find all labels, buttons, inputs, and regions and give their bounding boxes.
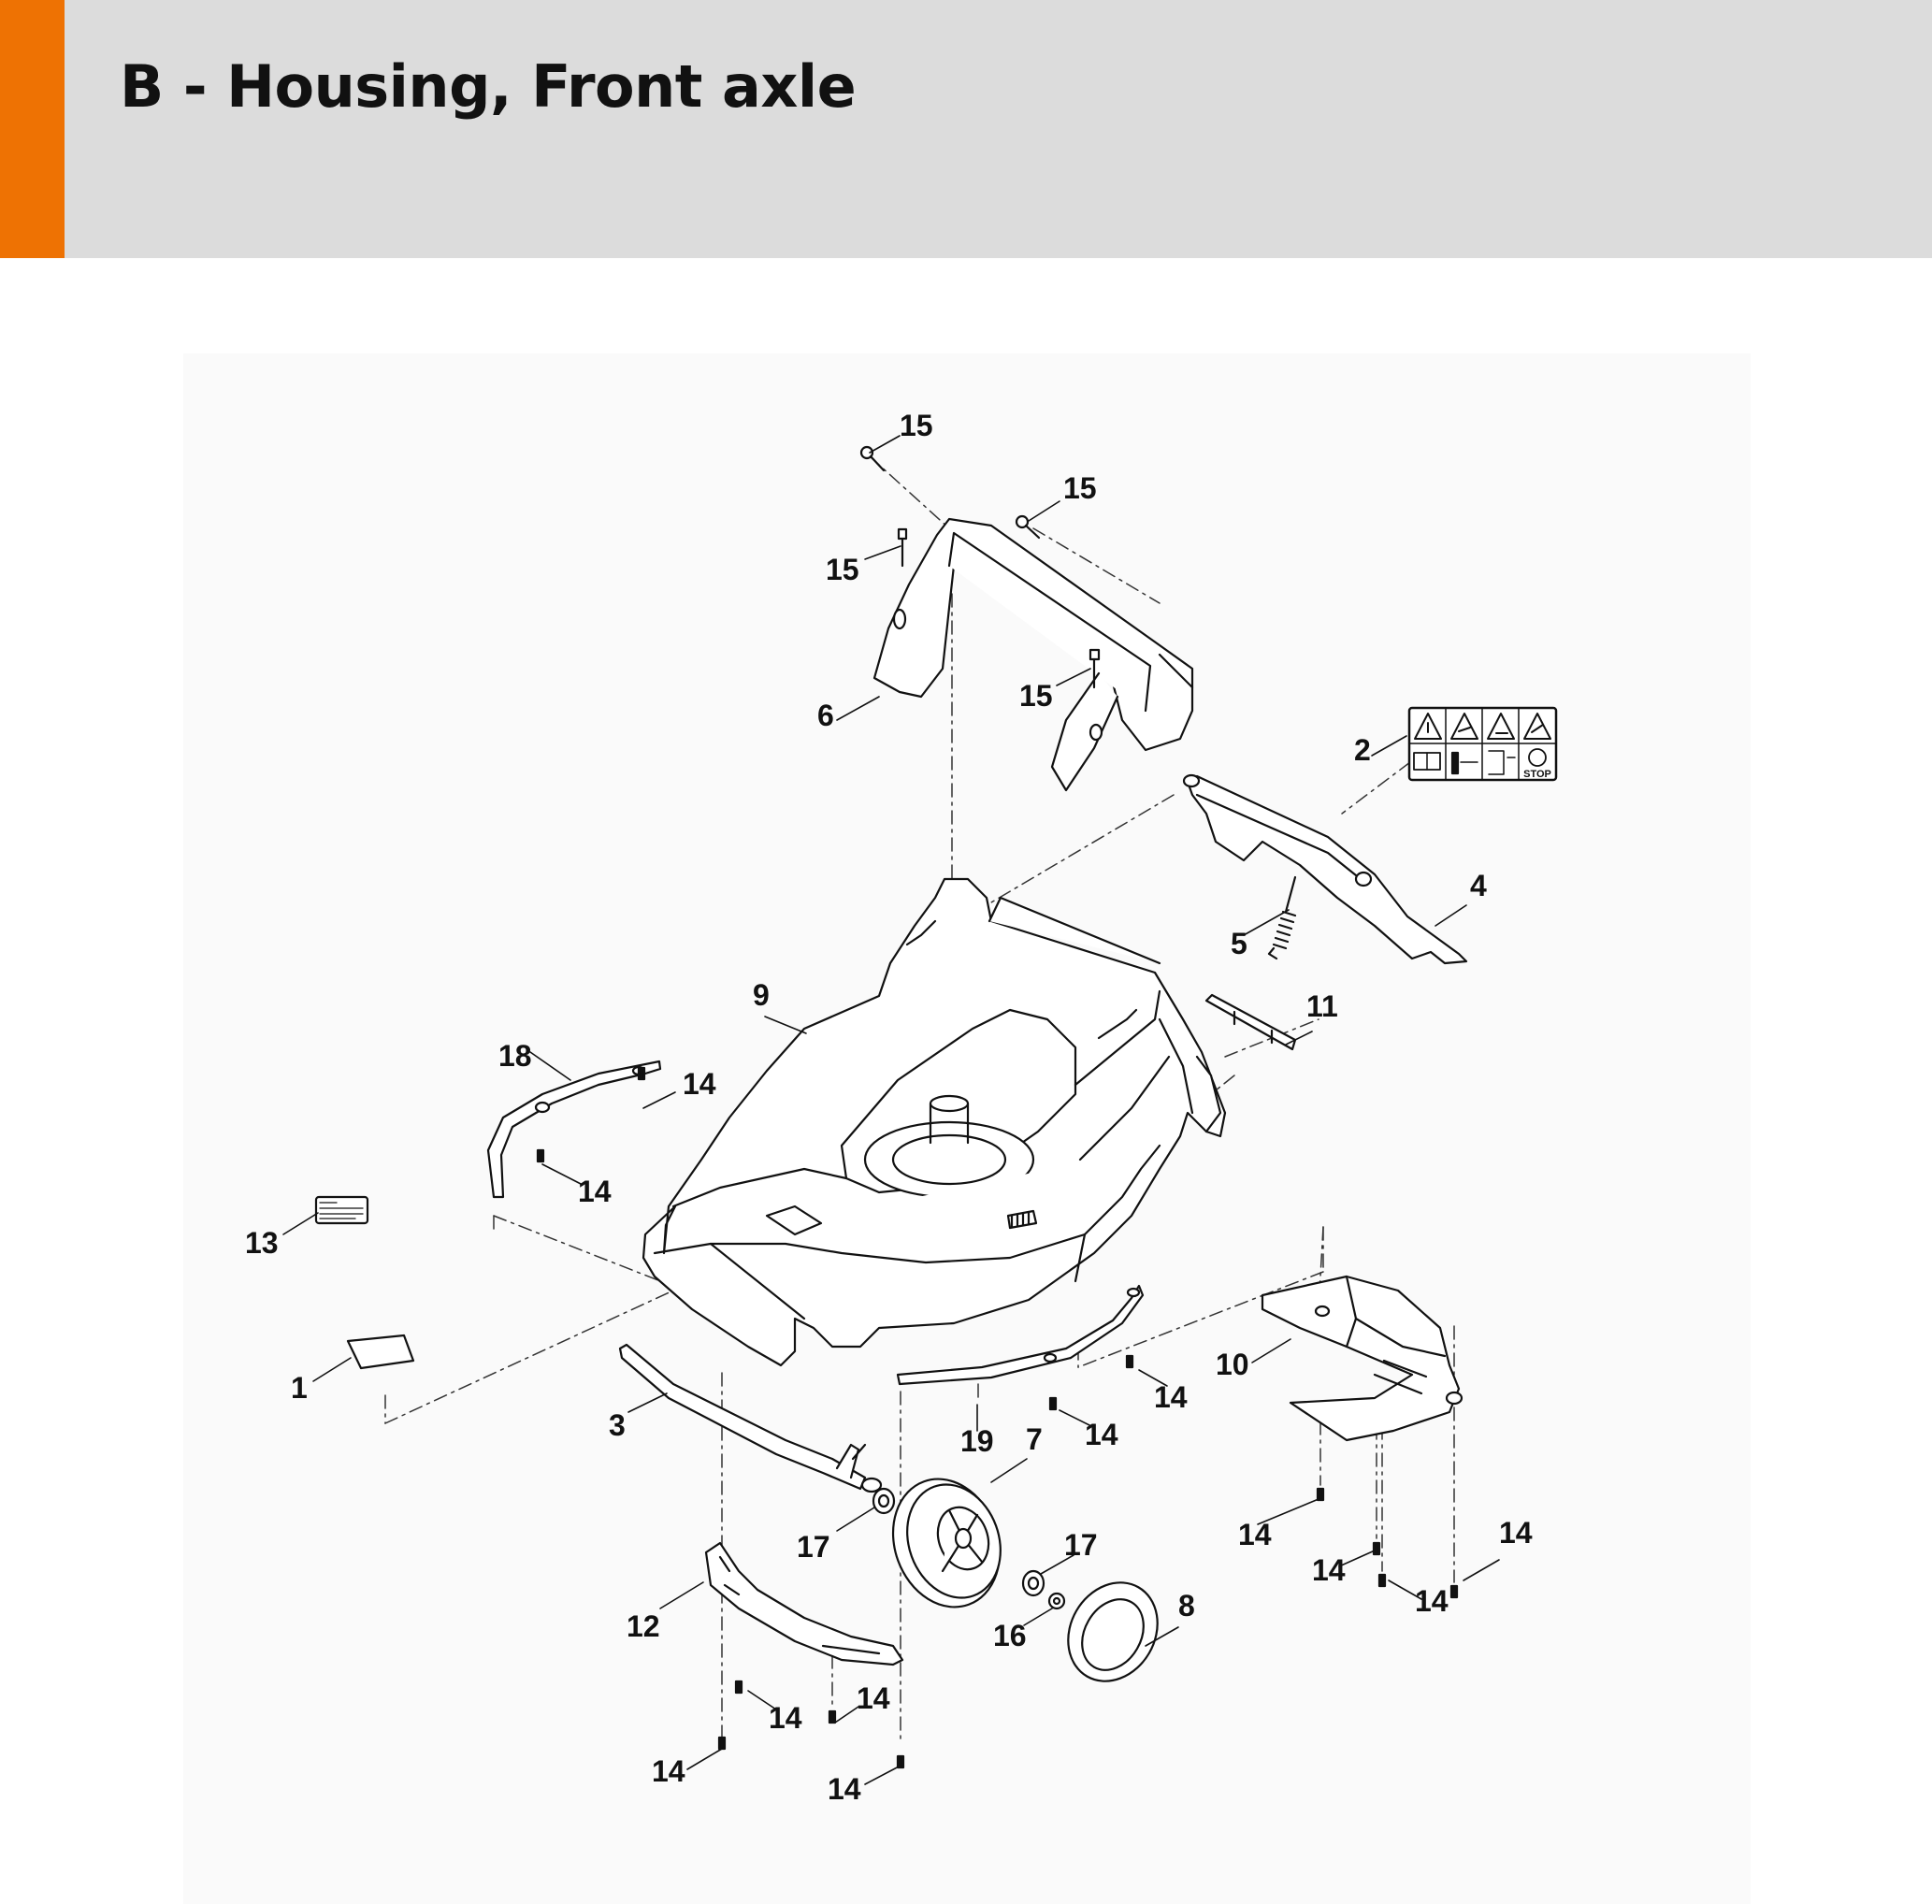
page-title: B - Housing, Front axle bbox=[120, 52, 857, 121]
callout-14-deflector-a: 14 bbox=[1238, 1518, 1272, 1551]
callout-14-bracket-d: 14 bbox=[828, 1772, 861, 1806]
screw-14-group bbox=[536, 1066, 1459, 1769]
rear-flap-part bbox=[1182, 773, 1468, 965]
front-rail-part bbox=[486, 1060, 662, 1199]
callout-17-right: 17 bbox=[1064, 1528, 1098, 1562]
callout-4: 4 bbox=[1470, 869, 1487, 902]
callout-15-left: 15 bbox=[826, 553, 859, 586]
rear-rail-part bbox=[896, 1284, 1145, 1386]
callout-14-rear-rail-a: 14 bbox=[1085, 1418, 1118, 1451]
callout-14-rear-rail-b: 14 bbox=[1154, 1380, 1188, 1414]
spring-part bbox=[1267, 875, 1297, 960]
callout-14-rail-top: 14 bbox=[683, 1067, 716, 1101]
handle-bracket-part bbox=[872, 517, 1194, 792]
callout-15-lower: 15 bbox=[1019, 679, 1053, 713]
callout-14-rail-bottom: 14 bbox=[578, 1175, 612, 1208]
callout-14-bracket-c: 14 bbox=[652, 1754, 685, 1788]
header-bar bbox=[0, 0, 1932, 258]
callout-labels: 15 15 15 15 6 2 4 5 9 11 18 14 14 13 1 3… bbox=[245, 409, 1533, 1806]
side-deflector-part bbox=[1261, 1275, 1463, 1442]
hubcap-part bbox=[1067, 1581, 1159, 1682]
callout-14-bracket-b: 14 bbox=[857, 1681, 890, 1715]
callout-12: 12 bbox=[627, 1609, 660, 1643]
bolt-15-group bbox=[859, 445, 1101, 689]
assembly-guide-lines bbox=[384, 455, 1455, 1750]
callout-3: 3 bbox=[609, 1408, 626, 1442]
callout-15-top: 15 bbox=[900, 409, 933, 442]
header-accent-strip bbox=[0, 0, 65, 258]
callout-15-right: 15 bbox=[1063, 471, 1097, 505]
safety-label-part: STOP bbox=[1407, 706, 1558, 782]
bearing-17-group bbox=[872, 1487, 1045, 1597]
callout-5: 5 bbox=[1231, 927, 1247, 960]
callout-6: 6 bbox=[817, 699, 834, 732]
callout-14-bracket-a: 14 bbox=[769, 1701, 802, 1735]
callout-14-deflector-b: 14 bbox=[1312, 1553, 1346, 1587]
callout-1: 1 bbox=[291, 1371, 308, 1405]
callout-19: 19 bbox=[960, 1424, 994, 1458]
callout-8: 8 bbox=[1178, 1589, 1195, 1623]
wheel-bracket-part bbox=[704, 1541, 904, 1666]
front-axle-part bbox=[618, 1343, 883, 1493]
callout-13: 13 bbox=[245, 1226, 279, 1260]
document-card-part bbox=[346, 1334, 415, 1370]
front-wheel-part bbox=[891, 1478, 1002, 1608]
callout-16: 16 bbox=[993, 1619, 1027, 1652]
callout-14-deflector-c: 14 bbox=[1415, 1584, 1449, 1618]
nut-16-part bbox=[1047, 1592, 1066, 1610]
callout-14-deflector-d: 14 bbox=[1499, 1516, 1533, 1550]
stop-label-text: STOP bbox=[1523, 769, 1551, 780]
callout-18: 18 bbox=[498, 1039, 532, 1073]
mower-housing-part bbox=[642, 877, 1227, 1367]
callout-9: 9 bbox=[753, 978, 770, 1012]
callout-11: 11 bbox=[1306, 989, 1338, 1023]
callout-17-left: 17 bbox=[797, 1530, 830, 1564]
hinge-bar-part bbox=[1204, 993, 1297, 1051]
callout-10: 10 bbox=[1216, 1348, 1249, 1381]
callout-2: 2 bbox=[1354, 733, 1371, 767]
leader-lines bbox=[282, 435, 1500, 1785]
callout-7: 7 bbox=[1026, 1422, 1043, 1456]
rating-plate-part bbox=[314, 1195, 369, 1225]
